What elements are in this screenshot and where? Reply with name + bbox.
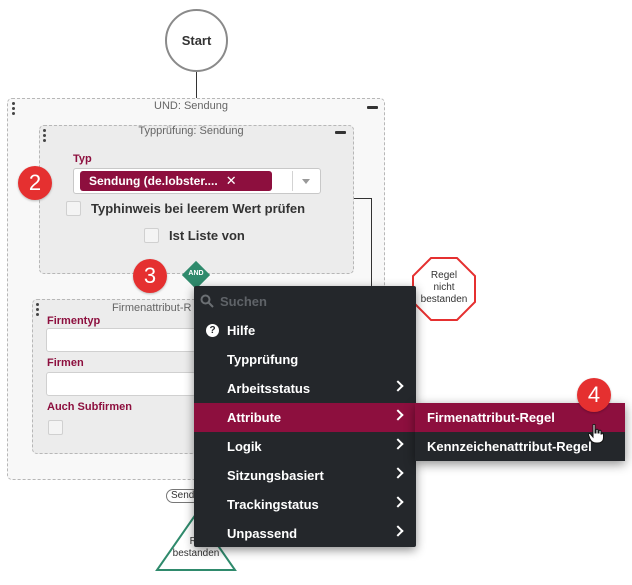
liste-label: Ist Liste von — [169, 228, 245, 243]
subfirmen-checkbox[interactable] — [48, 420, 63, 435]
submenu-item-kennzeichenattribut[interactable]: Kennzeichenattribut-Regel — [415, 432, 625, 461]
typhinweis-label: Typhinweis bei leerem Wert prüfen — [91, 201, 306, 216]
firmenattribut-title: Firmenattribut-R — [112, 302, 192, 314]
help-icon: ? — [206, 324, 219, 337]
chip-remove-icon[interactable]: ✕ — [225, 173, 237, 188]
chevron-right-icon — [392, 467, 404, 479]
menu-item-logik[interactable]: Logik — [194, 432, 416, 461]
und-group-title: UND: Sendung — [154, 100, 228, 112]
menu-item-attribute[interactable]: Attribute — [194, 403, 416, 432]
typhinweis-checkbox[interactable] — [66, 201, 81, 216]
chevron-right-icon — [392, 525, 404, 537]
menu-item-label: Logik — [227, 439, 262, 454]
typpruefung-collapse-icon[interactable] — [335, 131, 346, 134]
step-badge-2: 2 — [18, 166, 52, 200]
menu-item-label: Sitzungsbasiert — [227, 468, 324, 483]
start-node[interactable]: Start — [165, 9, 228, 72]
chevron-down-icon[interactable] — [302, 179, 310, 184]
menu-item-label: Typprüfung — [227, 352, 299, 367]
success-node-line: bestanden — [172, 548, 220, 559]
fail-node[interactable] — [411, 256, 477, 322]
typ-chip[interactable]: Sendung (de.lobster.... ✕ — [80, 171, 272, 191]
und-collapse-icon[interactable] — [367, 106, 378, 109]
and-label: AND — [188, 270, 204, 277]
submenu-item-label: Firmenattribut-Regel — [427, 410, 555, 425]
typ-field-label: Typ — [73, 153, 92, 165]
menu-item-trackingstatus[interactable]: Trackingstatus — [194, 490, 416, 519]
step-badge-3: 3 — [133, 259, 167, 293]
chevron-right-icon — [392, 496, 404, 508]
fail-node-label: Regel nicht bestanden — [411, 270, 477, 306]
liste-checkbox[interactable] — [144, 228, 159, 243]
fail-node-line: bestanden — [420, 294, 468, 305]
firmentyp-label: Firmentyp — [47, 315, 101, 327]
firmentyp-input[interactable] — [46, 328, 196, 352]
hand-cursor-icon — [588, 424, 604, 444]
menu-item-label: Hilfe — [227, 323, 256, 338]
menu-item-label: Arbeitsstatus — [227, 381, 311, 396]
step-badge-4: 4 — [577, 378, 611, 412]
search-icon — [200, 294, 214, 308]
und-drag-handle[interactable] — [12, 102, 16, 117]
menu-item-sitzungsbasiert[interactable]: Sitzungsbasiert — [194, 461, 416, 490]
menu-search-placeholder: Suchen — [220, 293, 267, 309]
firmenattribut-drag-handle[interactable] — [36, 303, 40, 318]
typpruefung-node[interactable] — [39, 125, 354, 274]
menu-item-label: Unpassend — [227, 526, 298, 541]
chevron-right-icon — [392, 380, 404, 392]
subfirmen-label: Auch Subfirmen — [47, 401, 132, 413]
menu-item-label: Attribute — [227, 410, 282, 425]
connector-line — [196, 72, 197, 118]
fail-node-line: nicht — [433, 282, 455, 293]
fail-node-line: Regel — [430, 270, 458, 281]
firmen-label: Firmen — [47, 357, 84, 369]
send-pill[interactable]: Send — [166, 489, 200, 503]
firmen-input[interactable] — [46, 372, 196, 396]
typ-chip-label: Sendung (de.lobster.... — [89, 174, 218, 188]
connector-line — [354, 198, 372, 199]
start-label: Start — [181, 33, 212, 48]
menu-item-arbeitsstatus[interactable]: Arbeitsstatus — [194, 374, 416, 403]
menu-search[interactable]: Suchen — [194, 286, 416, 316]
menu-item-typpruefung[interactable]: Typprüfung — [194, 345, 416, 374]
menu-item-hilfe[interactable]: ? Hilfe — [194, 316, 416, 345]
typpruefung-title: Typprüfung: Sendung — [138, 125, 244, 137]
menu-item-label: Trackingstatus — [227, 497, 319, 512]
typpruefung-drag-handle[interactable] — [43, 129, 47, 144]
chevron-right-icon — [392, 409, 404, 421]
connector-line — [371, 198, 372, 288]
menu-item-unpassend[interactable]: Unpassend — [194, 519, 416, 548]
chevron-right-icon — [392, 438, 404, 450]
select-divider — [292, 171, 293, 191]
submenu-item-label: Kennzeichenattribut-Regel — [427, 439, 592, 454]
